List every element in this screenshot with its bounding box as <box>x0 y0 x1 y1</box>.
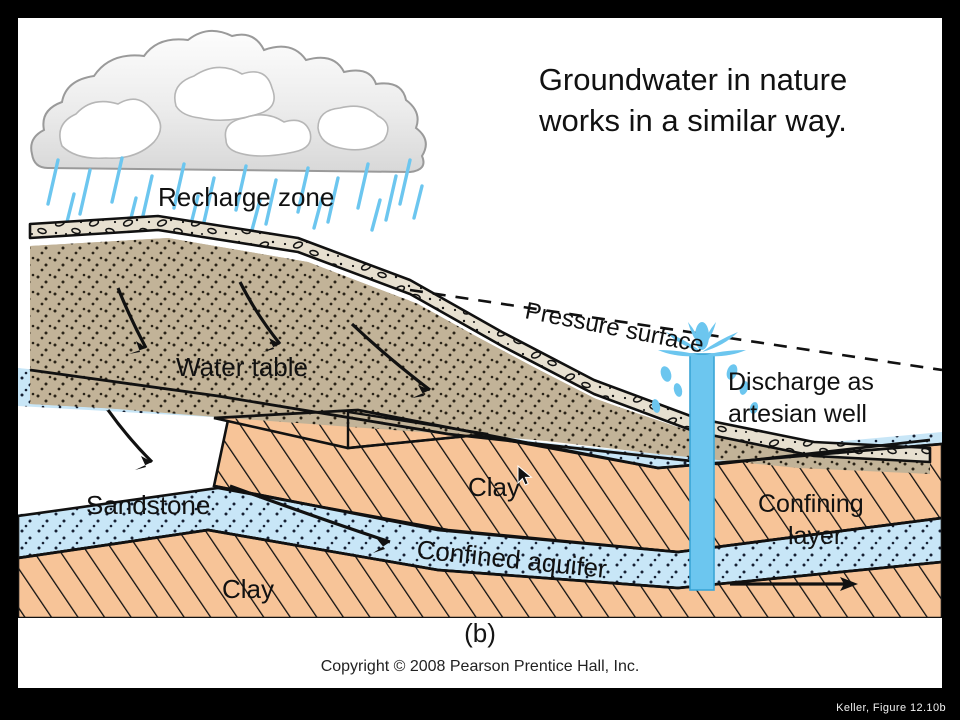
confined-aquifer-base-outline <box>18 528 942 590</box>
well-pipe <box>689 353 715 591</box>
cloud-highlight-2 <box>174 66 275 122</box>
cloud-highlight-3 <box>224 114 312 157</box>
slide-canvas: Groundwater in nature works in a similar… <box>18 18 942 688</box>
slide-title-line-1: Groundwater in nature <box>538 62 848 97</box>
rain-drop <box>234 164 248 212</box>
clay-wedge-base-outline <box>213 484 942 554</box>
figure-caption: (b) <box>464 618 496 648</box>
slide-title-line-2: works in a similar way. <box>539 102 847 138</box>
clay-wedge-outline <box>213 408 942 470</box>
layer-topsoil <box>28 214 932 464</box>
flow-arrow-head-3 <box>412 385 430 398</box>
rain-drop <box>250 198 262 232</box>
artesian-well-group <box>651 322 759 591</box>
flow-arrow-infiltration-3 <box>350 322 431 392</box>
rain-drop <box>78 168 92 216</box>
label-pressure-surface: Pressure surface <box>523 297 706 358</box>
rain-drop <box>370 198 382 232</box>
label-clay-lower: Clay <box>222 574 274 604</box>
pressure-surface-line <box>409 288 942 372</box>
mouse-cursor <box>517 464 533 486</box>
flow-arrow-head-6 <box>840 577 858 591</box>
wedge-detail-line <box>346 410 489 450</box>
rain-drop <box>140 174 154 222</box>
flow-arrow-infiltration-1 <box>116 287 148 349</box>
flow-arrow-head-4 <box>135 456 152 470</box>
cloud-highlight-1 <box>59 98 162 160</box>
flow-arrow-head-2 <box>263 338 280 352</box>
rain-drop <box>312 196 324 230</box>
rain-drop <box>46 158 60 206</box>
rain-drop <box>202 176 216 224</box>
flow-arrow-aquifer <box>229 484 391 544</box>
flow-arrow-head-5 <box>373 539 390 553</box>
flow-arrow-infiltration-2 <box>238 281 282 345</box>
rain-drop <box>412 184 424 220</box>
rain-group <box>46 156 424 232</box>
label-water-table: Water table <box>176 352 308 382</box>
cloud-group <box>30 29 427 174</box>
label-recharge-zone: Recharge zone <box>158 182 334 212</box>
flow-arrow-lateral-1 <box>106 409 154 464</box>
label-confining-line-1: Confining <box>758 490 864 518</box>
figure-attribution: Keller, Figure 12.10b <box>836 702 946 714</box>
rain-drop <box>398 158 412 206</box>
copyright-notice: Copyright © 2008 Pearson Prentice Hall, … <box>320 658 640 675</box>
cloud-highlight-4 <box>317 105 389 151</box>
rain-drop <box>384 174 398 222</box>
label-sandstone: Sandstone <box>86 490 210 520</box>
label-clay-upper: Clay <box>468 472 520 502</box>
well-fountain-spray <box>651 322 759 414</box>
flow-arrow-head-1 <box>129 341 146 354</box>
flow-arrow-group <box>106 281 858 591</box>
label-confining-line-2: layer <box>788 522 842 550</box>
rain-drop <box>264 178 278 226</box>
rain-drop <box>172 162 186 210</box>
rain-drop <box>326 176 340 224</box>
groundwater-cross-section-diagram: Recharge zone Pressure surface Discharge… <box>18 29 942 618</box>
slide-title: Groundwater in nature works in a similar… <box>448 60 938 142</box>
label-discharge-line-1: Discharge as <box>728 368 874 396</box>
rain-drop <box>296 166 310 214</box>
label-discharge-line-2: artesian well <box>728 400 867 428</box>
rain-drop <box>110 156 124 204</box>
rain-drop <box>356 162 370 210</box>
